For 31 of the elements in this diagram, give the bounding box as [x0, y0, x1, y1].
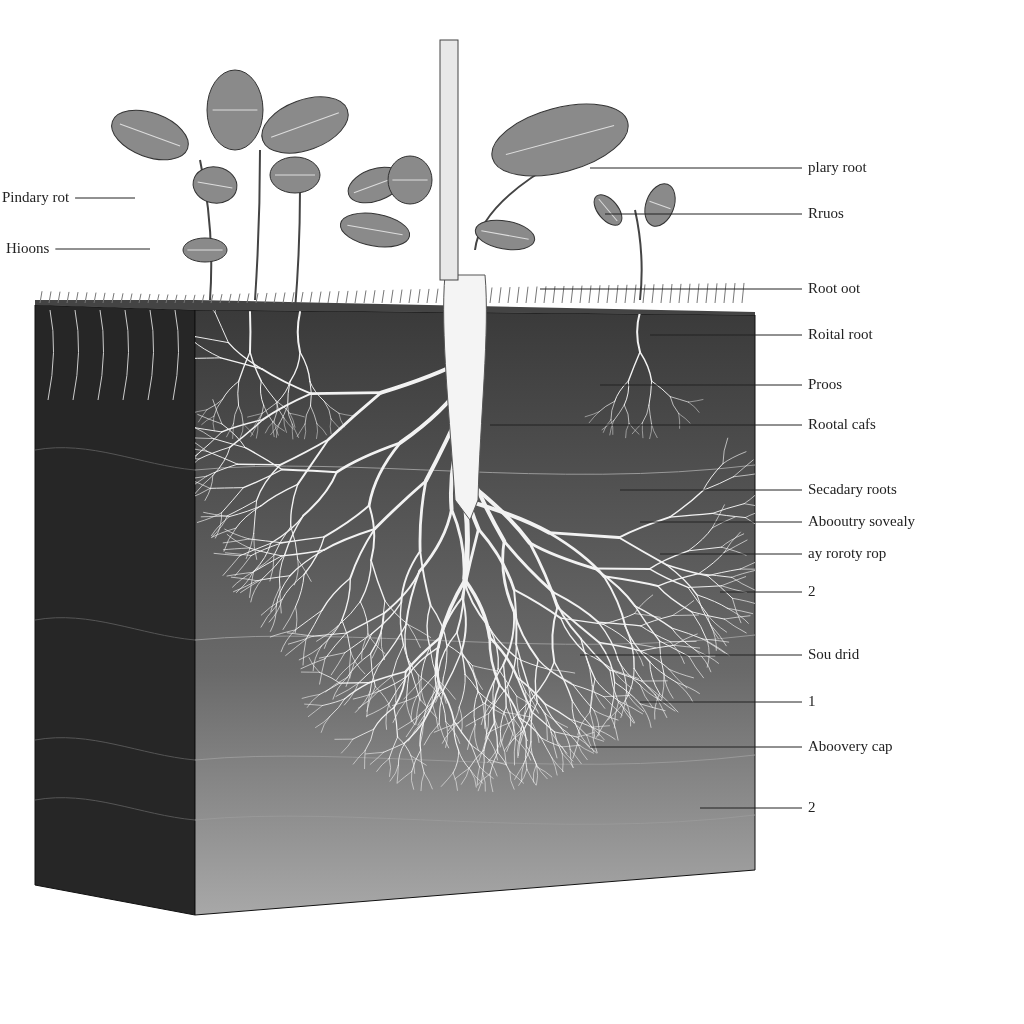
part-label: 2	[808, 582, 816, 600]
leader-line	[579, 654, 803, 656]
leader-line	[639, 701, 803, 703]
part-label: Secadary roots	[808, 480, 897, 498]
part-label: Proos	[808, 375, 843, 393]
leader-line	[619, 489, 803, 491]
leader-line	[54, 248, 151, 250]
leader-line	[589, 167, 803, 169]
part-label: Roital root	[808, 325, 873, 343]
part-label: plary root	[808, 158, 867, 176]
part-label: Hioons	[6, 239, 50, 257]
part-label: Abooutry sovealy	[808, 512, 916, 530]
part-label: Root oot	[808, 279, 861, 297]
leader-line	[659, 553, 803, 555]
part-label: ay roroty rop	[808, 544, 887, 562]
part-label: 1	[808, 692, 816, 710]
part-label: Rootal cafs	[808, 415, 876, 433]
leader-line	[649, 334, 803, 336]
leader-line	[604, 213, 803, 215]
leader-line	[719, 591, 803, 593]
part-label: Aboovery cap	[808, 737, 893, 755]
part-label: Pindary rot	[2, 188, 70, 206]
leader-line	[589, 746, 803, 748]
leader-line	[699, 807, 803, 809]
leader-line	[599, 384, 803, 386]
leader-line	[539, 288, 803, 290]
leader-line	[639, 521, 803, 523]
part-label: Sou drid	[808, 645, 860, 663]
part-label: 2	[808, 798, 816, 816]
leader-line	[74, 197, 136, 199]
part-label: Rruos	[808, 204, 844, 222]
